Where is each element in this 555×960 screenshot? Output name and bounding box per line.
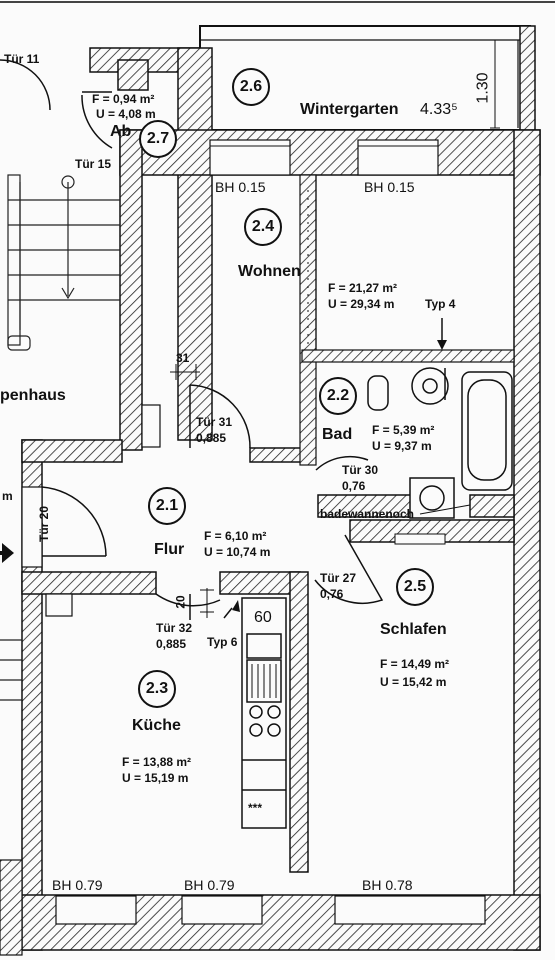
room-number-r21: 2.1	[148, 487, 186, 525]
wall-top-living	[119, 129, 541, 176]
typ6-label: Typ 6	[207, 635, 238, 649]
room-number-r24: 2.4	[244, 208, 282, 246]
wall-right	[513, 129, 541, 951]
room-perim-r23: U = 15,19 m	[122, 771, 189, 785]
dim-20: 20	[173, 595, 188, 609]
sill-label-5: BH 0.78	[362, 877, 413, 893]
door-width-t31: 0,885	[196, 431, 227, 445]
room-name-r22: Bad	[322, 426, 353, 443]
staircase	[0, 174, 120, 701]
room-area-r23: F = 13,88 m²	[122, 755, 192, 769]
door-label-t31: Tür 31	[196, 415, 233, 429]
room-name-r24: Wohnen	[238, 263, 301, 280]
room-number-r23: 2.3	[138, 670, 176, 708]
room-name-r21: Flur	[154, 541, 185, 558]
typ4-label: Typ 4	[425, 297, 456, 311]
room-perim-r22: U = 9,37 m	[372, 439, 432, 453]
dim-31: 31	[176, 351, 190, 365]
room-name-r26: Wintergarten	[300, 101, 399, 118]
sill-label-3: BH 0.79	[52, 877, 103, 893]
room-area-r21: F = 6,10 m²	[204, 529, 267, 543]
room-perim-r24: U = 29,34 m	[328, 297, 395, 311]
room-area-r25: F = 14,49 m²	[380, 657, 450, 671]
badewanne-note: badewannenoch	[320, 507, 415, 521]
door-width-t30: 0,76	[342, 479, 366, 493]
door-label-t11: Tür 11	[4, 52, 40, 66]
room-number-r27: 2.7	[139, 120, 177, 158]
room-number-r25: 2.5	[396, 568, 434, 606]
door-label-t30: Tür 30	[342, 463, 379, 477]
room-perim-r25: U = 15,42 m	[380, 675, 447, 689]
room-number-r22: 2.2	[319, 377, 357, 415]
sill-label-1: BH 0.15	[215, 179, 266, 195]
room-area-r27: F = 0,94 m²	[92, 92, 155, 106]
kitchen-counter	[241, 597, 287, 829]
wall-left-main	[177, 47, 213, 441]
stove-stars: ***	[248, 801, 263, 815]
room-name-r25: Schlafen	[380, 621, 447, 638]
dim-r26: 4.33⁵	[420, 101, 458, 118]
room-perim-r21: U = 10,74 m	[204, 545, 271, 559]
sill-label-2: BH 0.15	[364, 179, 415, 195]
door-width-t27: 0,76	[320, 587, 344, 601]
door-label-t27: Tür 27	[320, 571, 357, 585]
door-width-t32: 0,885	[156, 637, 187, 651]
dim2-r26: 1.30	[474, 72, 492, 104]
door-label-t15: Tür 15	[75, 157, 112, 171]
room-name-r27: Ab	[110, 123, 132, 140]
room-number-r26: 2.6	[232, 68, 270, 106]
room-name-stair: penhaus	[0, 387, 66, 404]
door-label-t32: Tür 32	[156, 621, 193, 635]
room-name-r23: Küche	[132, 717, 181, 734]
room-area-r22: F = 5,39 m²	[372, 423, 435, 437]
partial-unit: m	[2, 489, 13, 503]
room-perim-r27: U = 4,08 m	[96, 107, 156, 121]
room-area-r24: F = 21,27 m²	[328, 281, 398, 295]
door-label-t20: Tür 20	[37, 505, 52, 543]
sill-label-4: BH 0.79	[184, 877, 235, 893]
dim-60: 60	[254, 609, 272, 626]
